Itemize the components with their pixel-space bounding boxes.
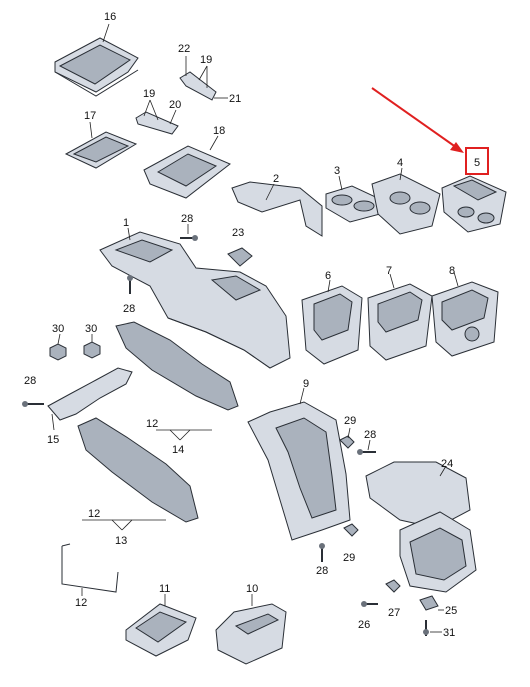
label-2: 2 bbox=[273, 173, 279, 185]
label-31: 31 bbox=[443, 627, 455, 639]
part-5-cup-holder-cover bbox=[441, 175, 507, 233]
screw-28-c bbox=[22, 401, 44, 407]
part-9-rear-trim bbox=[247, 401, 351, 541]
label-11: 11 bbox=[159, 583, 170, 595]
nut-30-a bbox=[49, 343, 67, 361]
part-20-trim-strip bbox=[135, 111, 179, 135]
label-12-a: 12 bbox=[146, 418, 158, 430]
highlight-arrow bbox=[371, 87, 461, 151]
part-6-panel bbox=[301, 285, 363, 365]
part-25-bracket bbox=[419, 595, 439, 611]
part-13-side-panel bbox=[77, 417, 199, 523]
label-4: 4 bbox=[397, 157, 403, 169]
label-20: 20 bbox=[169, 99, 181, 111]
screw-31 bbox=[423, 620, 429, 636]
label-30-a: 30 bbox=[52, 323, 64, 335]
label-10: 10 bbox=[246, 583, 258, 595]
label-6: 6 bbox=[325, 270, 331, 282]
screw-28-a bbox=[180, 235, 198, 241]
label-16: 16 bbox=[104, 11, 116, 23]
part-4-cup-holder bbox=[371, 173, 441, 235]
label-25: 25 bbox=[445, 605, 457, 617]
label-21: 21 bbox=[229, 93, 241, 105]
label-14: 14 bbox=[172, 444, 184, 456]
label-28-a: 28 bbox=[181, 213, 193, 225]
part-8-panel bbox=[431, 281, 499, 357]
label-22: 22 bbox=[178, 43, 190, 55]
label-1: 1 bbox=[123, 217, 129, 229]
label-15: 15 bbox=[47, 434, 59, 446]
part-27-clip bbox=[385, 579, 401, 593]
label-18: 18 bbox=[213, 125, 225, 137]
label-17: 17 bbox=[84, 110, 96, 122]
highlight-box-5 bbox=[465, 147, 489, 175]
label-24: 24 bbox=[441, 458, 453, 470]
part-14-side-panel bbox=[115, 321, 239, 411]
label-26: 26 bbox=[358, 619, 370, 631]
label-29-a: 29 bbox=[344, 415, 356, 427]
label-30-b: 30 bbox=[85, 323, 97, 335]
label-28-e: 28 bbox=[316, 565, 328, 577]
part-15-bracket bbox=[47, 367, 133, 421]
nut-30-b bbox=[83, 341, 101, 359]
screw-28-b bbox=[127, 275, 133, 294]
label-13: 13 bbox=[115, 535, 127, 547]
part-10-storage-box bbox=[215, 603, 287, 665]
label-19-top: 19 bbox=[200, 54, 212, 66]
part-1-console bbox=[99, 231, 291, 369]
label-12-c: 12 bbox=[75, 597, 87, 609]
label-8: 8 bbox=[449, 265, 455, 277]
label-12-b: 12 bbox=[88, 508, 100, 520]
highlight-arrowhead bbox=[450, 142, 464, 153]
label-28-c: 28 bbox=[24, 375, 36, 387]
label-3: 3 bbox=[334, 165, 340, 177]
part-23-clip bbox=[227, 247, 253, 267]
part-22-clip-strip bbox=[179, 71, 217, 101]
label-23: 23 bbox=[232, 227, 244, 239]
part-17-mat bbox=[64, 131, 138, 169]
label-7: 7 bbox=[386, 265, 392, 277]
label-5: 5 bbox=[474, 157, 480, 169]
part-16-tray bbox=[54, 37, 139, 97]
part-18-frame bbox=[143, 145, 231, 199]
label-19-mid: 19 bbox=[143, 88, 155, 100]
part-12-frame bbox=[61, 543, 119, 593]
clip-29-b bbox=[343, 523, 359, 537]
screw-26 bbox=[361, 601, 378, 607]
label-28-b: 28 bbox=[123, 303, 135, 315]
label-9: 9 bbox=[303, 378, 309, 390]
label-27: 27 bbox=[388, 607, 400, 619]
screw-28-d bbox=[357, 449, 376, 455]
screw-28-e bbox=[319, 543, 325, 562]
part-7-panel bbox=[367, 283, 433, 361]
clip-29-a bbox=[339, 435, 355, 449]
part-24-armrest bbox=[365, 461, 477, 593]
label-28-d: 28 bbox=[364, 429, 376, 441]
part-3-cup-insert bbox=[325, 185, 383, 223]
part-11-tray bbox=[125, 603, 197, 657]
part-2-rail bbox=[231, 181, 323, 237]
label-29-b: 29 bbox=[343, 552, 355, 564]
